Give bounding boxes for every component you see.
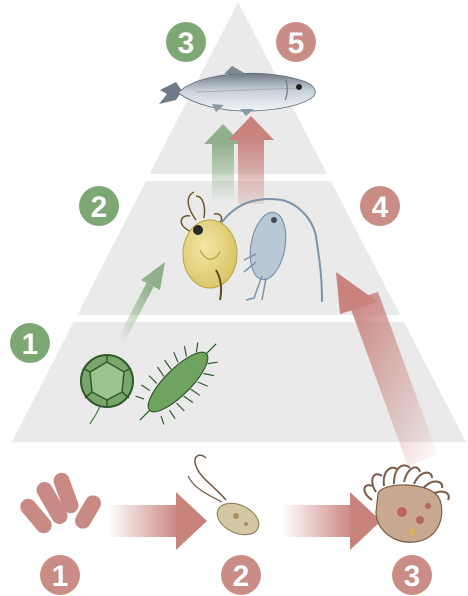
badge-red-top: 5 [276,22,316,62]
ciliate-icon [364,465,448,542]
badge-green-middle: 2 [79,186,119,226]
badge-red-top-label: 5 [288,27,305,60]
badge-green-bottom-label: 1 [22,328,39,361]
band-divider-bottom [0,315,468,322]
badge-green-bottom: 1 [10,323,50,363]
badge-green-top-label: 3 [178,27,195,60]
red-arrow-flagellate-to-ciliate [282,492,381,550]
badge-red-bottom-left: 1 [40,555,80,595]
badge-red-middle-label: 4 [372,191,389,224]
bacteria-icon [17,471,104,537]
badge-green-top: 3 [166,22,206,62]
badge-red-bottom-right-label: 3 [404,560,421,593]
badge-red-bottom-right: 3 [392,555,432,595]
badge-green-middle-label: 2 [91,191,108,224]
red-arrow-bacteria-to-flagellate [108,492,207,550]
badge-red-bottom-middle: 2 [221,555,261,595]
badge-red-bottom-left-label: 1 [52,560,69,593]
badge-red-bottom-middle-label: 2 [233,560,250,593]
badge-red-middle: 4 [360,186,400,226]
